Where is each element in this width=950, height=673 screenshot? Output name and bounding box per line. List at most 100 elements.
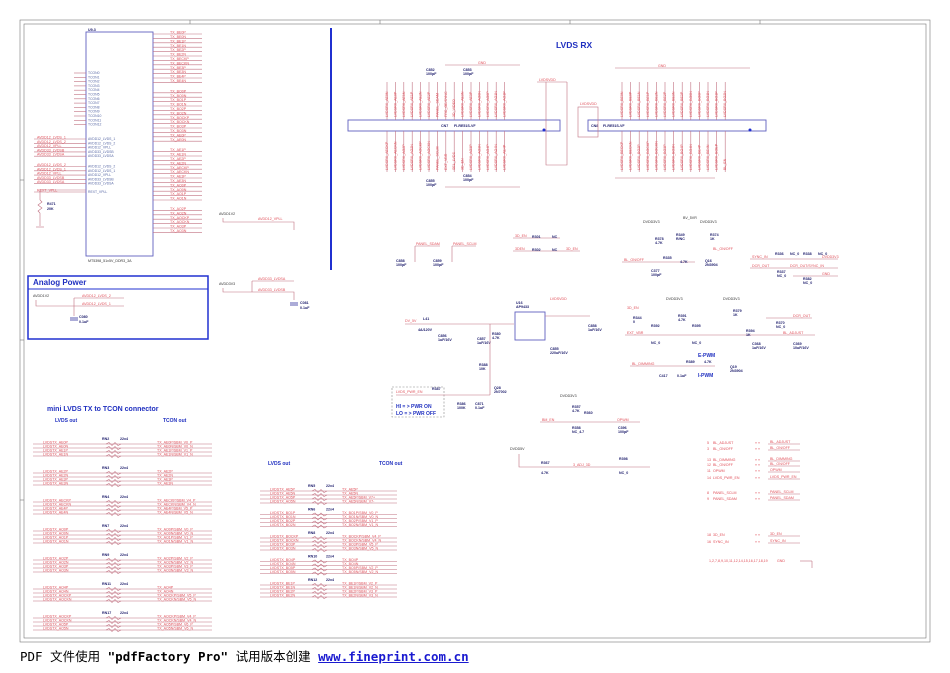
- svg-text:R344: R344: [633, 316, 642, 320]
- svg-text:LO = > PWR OFF: LO = > PWR OFF: [396, 411, 436, 417]
- rpack-input-net: LVDSTX_AE4P: [43, 507, 69, 511]
- rpack-value: 22x4: [326, 508, 334, 512]
- svg-text:Q19: Q19: [730, 365, 737, 369]
- resistor-icon: [105, 620, 122, 624]
- svg-text:TCON out: TCON out: [379, 461, 403, 467]
- rpack-ref: RN2: [102, 437, 109, 441]
- ic-pin-label: TCON10: [88, 114, 101, 118]
- svg-text:10K: 10K: [479, 367, 486, 371]
- ic-signal-net: TX_AE2N: [170, 161, 186, 165]
- connector-pin-net: LVDSRX_BE0N: [620, 91, 624, 117]
- connector-pin-net: LVDSRX_BE4N: [706, 144, 710, 170]
- footer-prefix: PDF 文件使用: [20, 649, 108, 664]
- ic-signal-net: TX_AO2P: [170, 207, 187, 211]
- connector-pin-net: EXT_VBR: [444, 153, 448, 170]
- rpack-input-net: LVDSTX_AECKN: [43, 503, 71, 507]
- svg-text:100pF: 100pF: [463, 72, 474, 76]
- resistor-icon: [311, 583, 328, 587]
- ic-signal-net: TX_AE1N: [170, 153, 186, 157]
- offpage-connector-icon: « »: [755, 469, 760, 473]
- ic-pin-label: TCON4: [88, 88, 100, 92]
- ic-signal-net: TX_BE1P: [170, 39, 186, 43]
- rpack-output-net: TX_BO5P/SBM_V2_P: [342, 566, 378, 570]
- svg-text:R302: R302: [532, 248, 541, 252]
- ic-pin-label: TCON9: [88, 110, 100, 114]
- svg-text:0: 0: [633, 320, 635, 324]
- resistor-icon: [105, 541, 122, 545]
- ic-signal-net: TX_BOCKP: [170, 116, 190, 120]
- svg-text:SYNC_IN: SYNC_IN: [752, 255, 768, 259]
- ic-signal-net: TX_BE2P: [170, 48, 186, 52]
- rpack-output-net: TX_AO5P/SBM_V6_P: [157, 623, 193, 627]
- svg-text:NC_0: NC_0: [776, 325, 785, 329]
- svg-text:R301: R301: [532, 235, 541, 239]
- svg-text:DVDD3V3: DVDD3V3: [723, 297, 740, 301]
- svg-text:C859: C859: [433, 259, 442, 263]
- offpage-connector-icon: « »: [755, 463, 760, 467]
- ic-power-net: AVDD12_LVDS_1: [37, 136, 66, 140]
- ic-power-net: AVDD33_LVDSA: [37, 153, 65, 157]
- rpack-output-net: TX_AOCKN/SBM_V5_N: [157, 598, 197, 602]
- ic-signal-net: TX_BECKP: [170, 57, 189, 61]
- svg-text:LVDS RX: LVDS RX: [556, 40, 593, 50]
- offpage-connector-icon: « »: [755, 476, 760, 480]
- rpack-output-net: TX_BO4P: [342, 558, 359, 562]
- rpack-output-net: TX_BO1N/SBM_V0_N: [342, 515, 379, 519]
- svg-text:R387: R387: [432, 387, 441, 391]
- rpack-input-net: LVDSTX_AO5P: [43, 623, 69, 627]
- resistor-icon: [105, 471, 122, 475]
- rpack-ref: RN11: [102, 582, 111, 586]
- connector-pin-net: 3D_VIDEO: [452, 99, 456, 117]
- ic-power-net: AVDD33_LVDSA: [37, 180, 65, 184]
- svg-text:mini LVDS TX to TCON connector: mini LVDS TX to TCON connector: [47, 406, 159, 413]
- rpack-output-net: TX_AECKP/SBM_V4_P: [157, 499, 196, 503]
- connector-pin-net: PANEL_SCLM: [435, 146, 439, 170]
- connector-pin-net: LVDSRX_AE3N: [461, 91, 465, 117]
- svg-text:R349: R349: [676, 233, 685, 237]
- svg-text:4A/120V: 4A/120V: [418, 328, 433, 332]
- rpack-input-net: LVDSTX_AO5N: [43, 627, 69, 631]
- svg-text:LVDS out: LVDS out: [268, 461, 290, 467]
- svg-text:4.7K: 4.7K: [541, 471, 549, 475]
- connector-pin-net: LVDSRX_BE3N: [672, 91, 676, 117]
- svg-text:OPWM: OPWM: [617, 418, 629, 422]
- rpack-output-net: TX_BE1P/SBM_V2_P: [342, 582, 378, 586]
- resistor-icon: [105, 624, 122, 628]
- ic-pin-label: TCON2: [88, 80, 100, 84]
- ic-signal-net: TX_AE3N: [170, 179, 186, 183]
- header-pin-name: OPWM: [713, 469, 725, 473]
- svg-text:C417: C417: [659, 374, 668, 378]
- header-pin-number: 16: [707, 540, 711, 544]
- rpack-output-net: TX_BE1N/SBM_V2_N: [342, 586, 378, 590]
- ic-signal-net: TX_BE3P: [170, 66, 186, 70]
- svg-text:R337: R337: [777, 270, 786, 274]
- ic-signal-net: TX_AO0N: [170, 188, 187, 192]
- ic-power-pin: AVDD33_LVDSB: [88, 150, 114, 154]
- ic-power-net: AVDD12_VPLL: [37, 144, 62, 148]
- header-pin-number: 13: [707, 458, 711, 462]
- rpack-output-net: TX_AO2P/SBM_V2_P: [157, 557, 193, 561]
- connector-pin-net: LVDSRX_BE3P: [680, 91, 684, 117]
- svg-text:Q16: Q16: [705, 259, 712, 263]
- connector-pin-net: LVDSRX_BOCKN: [654, 141, 658, 170]
- rpack-output-net: TX_AE1P/SBM_V1_P: [157, 449, 193, 453]
- fineprint-link[interactable]: www.fineprint.com.cn: [318, 649, 469, 664]
- rpack-input-net: LVDSTX_BOCKN: [270, 539, 299, 543]
- ic-pin-label: TCON5: [88, 93, 100, 97]
- svg-text:R392: R392: [651, 324, 660, 328]
- header-net-label: SYNC_IN: [770, 539, 786, 543]
- connector-pin-net: LVDSRX_BE4P: [697, 144, 701, 170]
- rpack-output-net: TX_BO3N/SBM_V5_N: [342, 547, 379, 551]
- resistor-icon: [311, 497, 328, 501]
- svg-text:NC_0: NC_0: [651, 341, 660, 345]
- ic-signal-net: TX_BO0N: [170, 94, 187, 98]
- svg-text:3D_EN: 3D_EN: [515, 234, 527, 238]
- rpack-output-net: TX_AE5N/SBM_V7-: [342, 500, 375, 504]
- ic-power-net: AVDD33_LVDSB: [37, 148, 65, 152]
- resistor-icon: [105, 533, 122, 537]
- resistor-icon: [105, 570, 122, 574]
- svg-text:R471: R471: [47, 202, 56, 206]
- resistor-icon: [311, 520, 328, 525]
- connector-pin-net: LVDSRX_AO0P: [486, 91, 490, 117]
- rpack-input-net: LVDSTX_AE2N: [43, 474, 69, 478]
